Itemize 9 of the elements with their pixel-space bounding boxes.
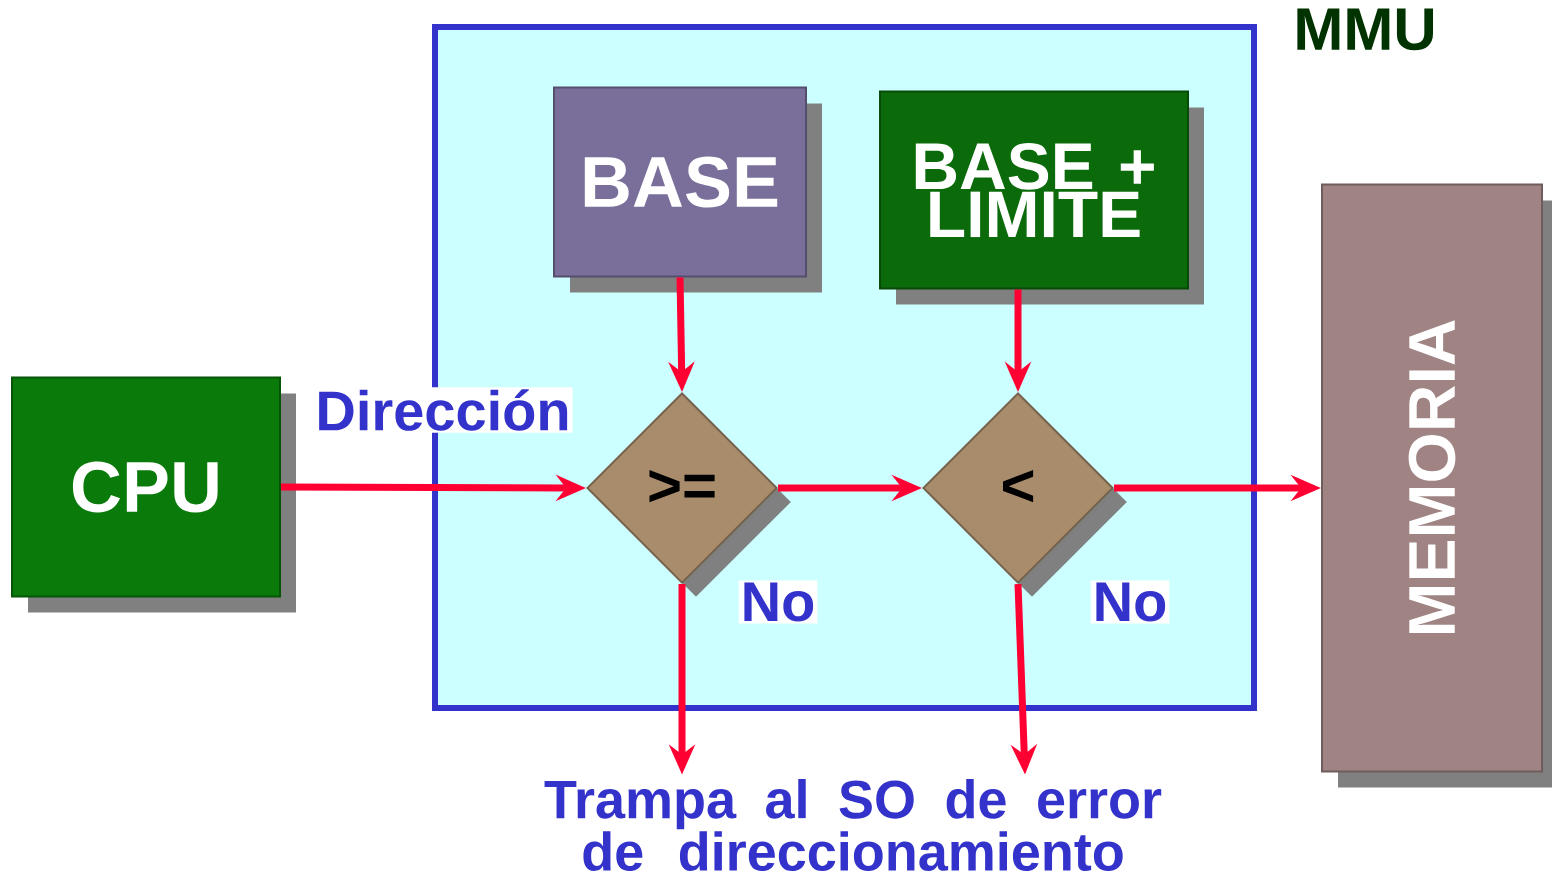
edge-label: No [738,580,818,624]
box-heading: MMU [1297,8,1433,51]
edge-label: Dirección [313,387,573,433]
trap-text: Trampa al SO de error de direccionamiento [544,779,1162,871]
limit-box: BASE + LIMITE [879,90,1204,305]
cpu-box: CPU [11,376,296,613]
base-box: BASE [553,86,822,293]
edge-label: No [1090,580,1170,624]
memory-box: MEMORIA [1321,183,1552,788]
